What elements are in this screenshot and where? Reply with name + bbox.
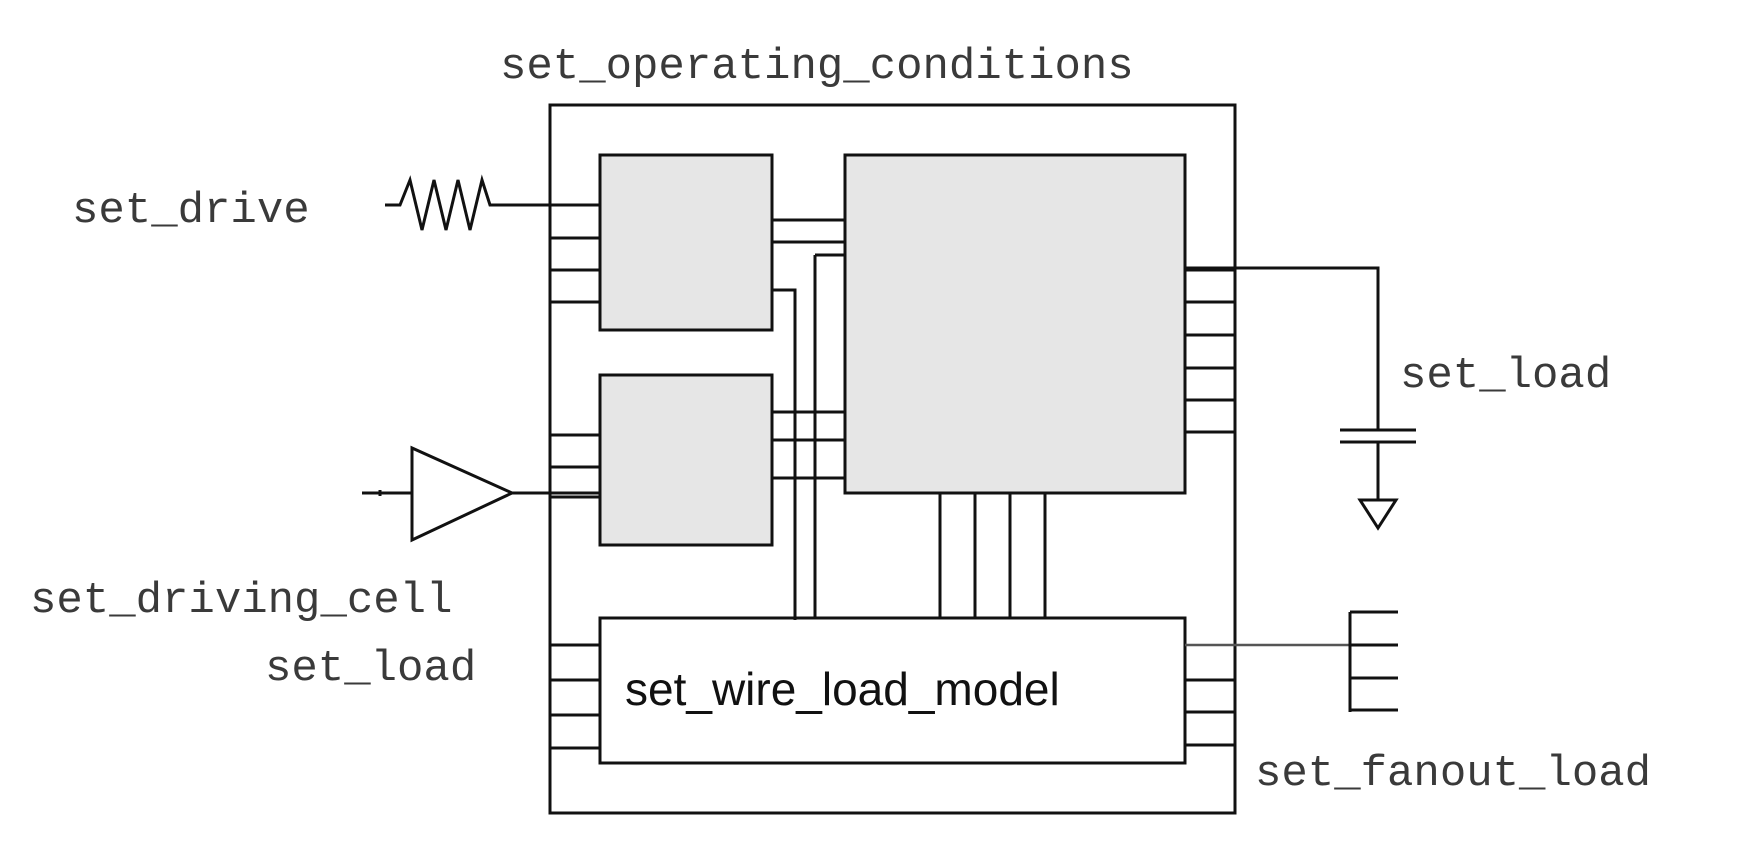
load-right-label: set_load: [1400, 351, 1611, 401]
resistor-icon: [385, 174, 600, 231]
wire-load-model-output-pins: [1185, 678, 1235, 747]
fanout-load-label: set_fanout_load: [1255, 749, 1651, 799]
block-large: [843, 153, 1187, 495]
wire-load-model-block: [598, 616, 1187, 765]
drive-label: set_drive: [72, 186, 310, 236]
large-block-output-pins: [1185, 268, 1235, 434]
buffer-icon: [362, 445, 600, 543]
block-top-left: [598, 153, 774, 332]
load-left-label: set_load: [265, 644, 476, 694]
driving-cell-label: set_driving_cell: [30, 576, 452, 626]
ground-icon: [1357, 498, 1399, 531]
wire-load-model-label: set_wire_load_model: [625, 663, 1060, 715]
bottom-left-block-input-pins: [550, 433, 600, 499]
block-bottom-left: [598, 373, 774, 547]
interconnect-wires: [772, 218, 1047, 620]
fanout-comb-icon: [1348, 610, 1398, 712]
design-boundary: [548, 103, 1237, 815]
capacitor-icon: [1340, 428, 1416, 500]
operating-conditions-label: set_operating_conditions: [500, 42, 1134, 92]
wire-load-model-input-pins: [550, 643, 600, 750]
top-left-block-input-pins: [550, 203, 600, 304]
output-load-wire: [1185, 266, 1380, 430]
